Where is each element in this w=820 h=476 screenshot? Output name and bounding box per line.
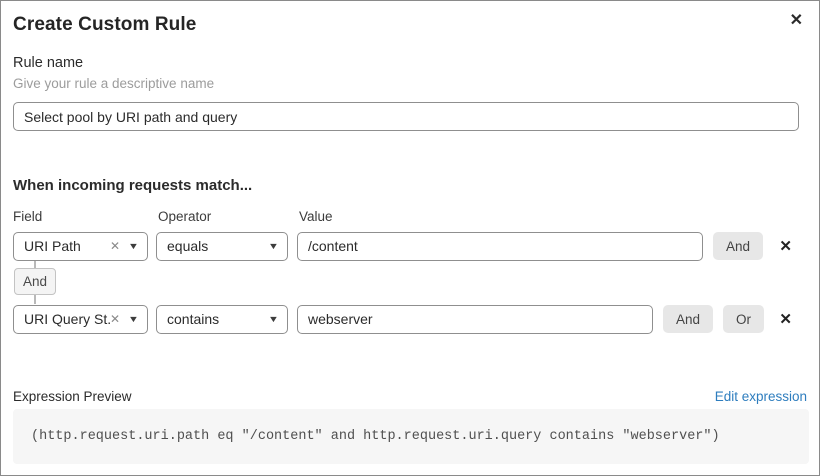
field-select[interactable]: URI Path ✕ ▼ — [13, 231, 148, 261]
and-connector-badge: And — [14, 268, 56, 295]
value-input[interactable] — [297, 231, 703, 261]
expression-preview-label: Expression Preview — [13, 389, 132, 404]
chevron-down-icon: ▼ — [267, 314, 280, 324]
operator-select[interactable]: contains ▼ — [156, 304, 288, 334]
rule-name-input[interactable] — [13, 102, 799, 131]
field-select-value: URI Path — [24, 238, 81, 254]
rule-name-helper-text: Give your rule a descriptive name — [13, 76, 215, 91]
delete-row-icon[interactable]: ✕ — [777, 308, 794, 330]
condition-row: URI Path ✕ ▼ equals ▼ And ✕ — [13, 231, 807, 261]
add-or-condition-button[interactable]: Or — [723, 305, 765, 333]
operator-column-header: Operator — [158, 209, 212, 224]
edit-expression-link[interactable]: Edit expression — [714, 389, 807, 404]
condition-connector: And — [14, 261, 58, 304]
value-input[interactable] — [297, 304, 653, 334]
chevron-down-icon: ▼ — [127, 241, 140, 251]
clear-field-icon[interactable]: ✕ — [110, 239, 121, 253]
operator-select-value: equals — [167, 238, 209, 254]
delete-row-icon[interactable]: ✕ — [777, 235, 794, 257]
expression-preview-header: Expression Preview Edit expression — [13, 388, 807, 406]
field-select-value: URI Query St... — [24, 311, 111, 327]
builder-column-headers: Field Operator Value — [13, 208, 807, 226]
close-icon[interactable]: ✕ — [788, 9, 805, 33]
chevron-down-icon: ▼ — [127, 314, 140, 324]
chevron-down-icon: ▼ — [267, 241, 280, 251]
expression-code-block: (http.request.uri.path eq "/content" and… — [13, 409, 809, 464]
add-and-condition-button[interactable]: And — [713, 232, 764, 260]
operator-select[interactable]: equals ▼ — [156, 231, 288, 261]
rule-name-label: Rule name — [13, 55, 84, 71]
value-column-header: Value — [299, 209, 333, 224]
match-heading: When incoming requests match... — [13, 177, 253, 194]
dialog-title: Create Custom Rule — [13, 14, 197, 35]
connector-line — [34, 295, 36, 304]
field-column-header: Field — [13, 209, 43, 224]
condition-row: URI Query St... ✕ ▼ contains ▼ And Or ✕ — [13, 304, 807, 334]
operator-select-value: contains — [167, 311, 220, 327]
connector-line — [34, 261, 36, 268]
add-and-condition-button[interactable]: And — [663, 305, 714, 333]
field-select[interactable]: URI Query St... ✕ ▼ — [13, 304, 148, 334]
clear-field-icon[interactable]: ✕ — [110, 312, 121, 326]
